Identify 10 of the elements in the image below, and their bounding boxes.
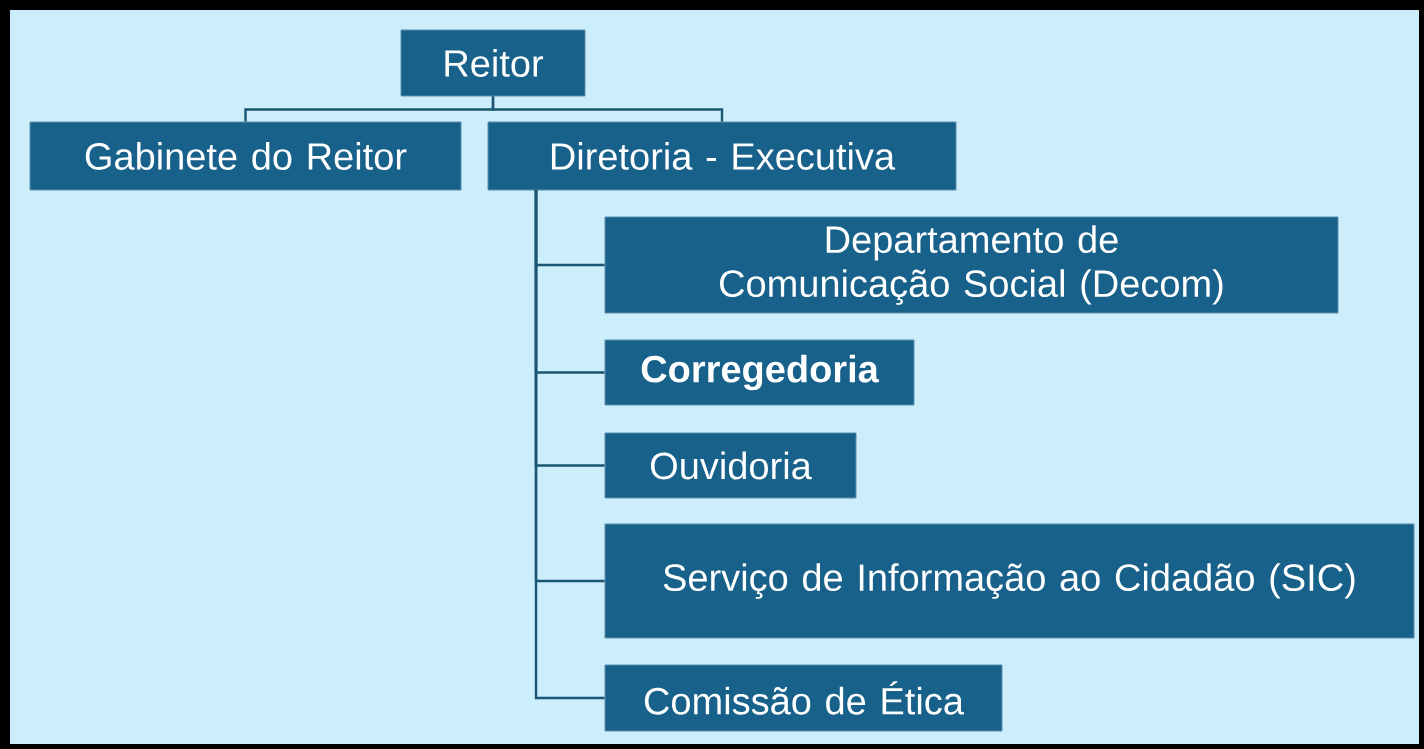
org-box: Reitor	[400, 29, 586, 97]
org-box: Diretoria - Executiva	[487, 121, 957, 191]
org-box: Comissão de Ética	[604, 664, 1003, 732]
org-box: Serviço de Informação ao Cidadão (SIC)	[604, 523, 1415, 639]
org-box: Departamento de Comunicação Social (Decom)	[604, 216, 1339, 314]
org-box: Corregedoria	[604, 339, 915, 406]
connector-line	[491, 96, 724, 122]
org-box: Gabinete do Reitor	[29, 121, 462, 191]
org-box: Ouvidoria	[604, 432, 857, 499]
connector-line	[534, 190, 605, 700]
